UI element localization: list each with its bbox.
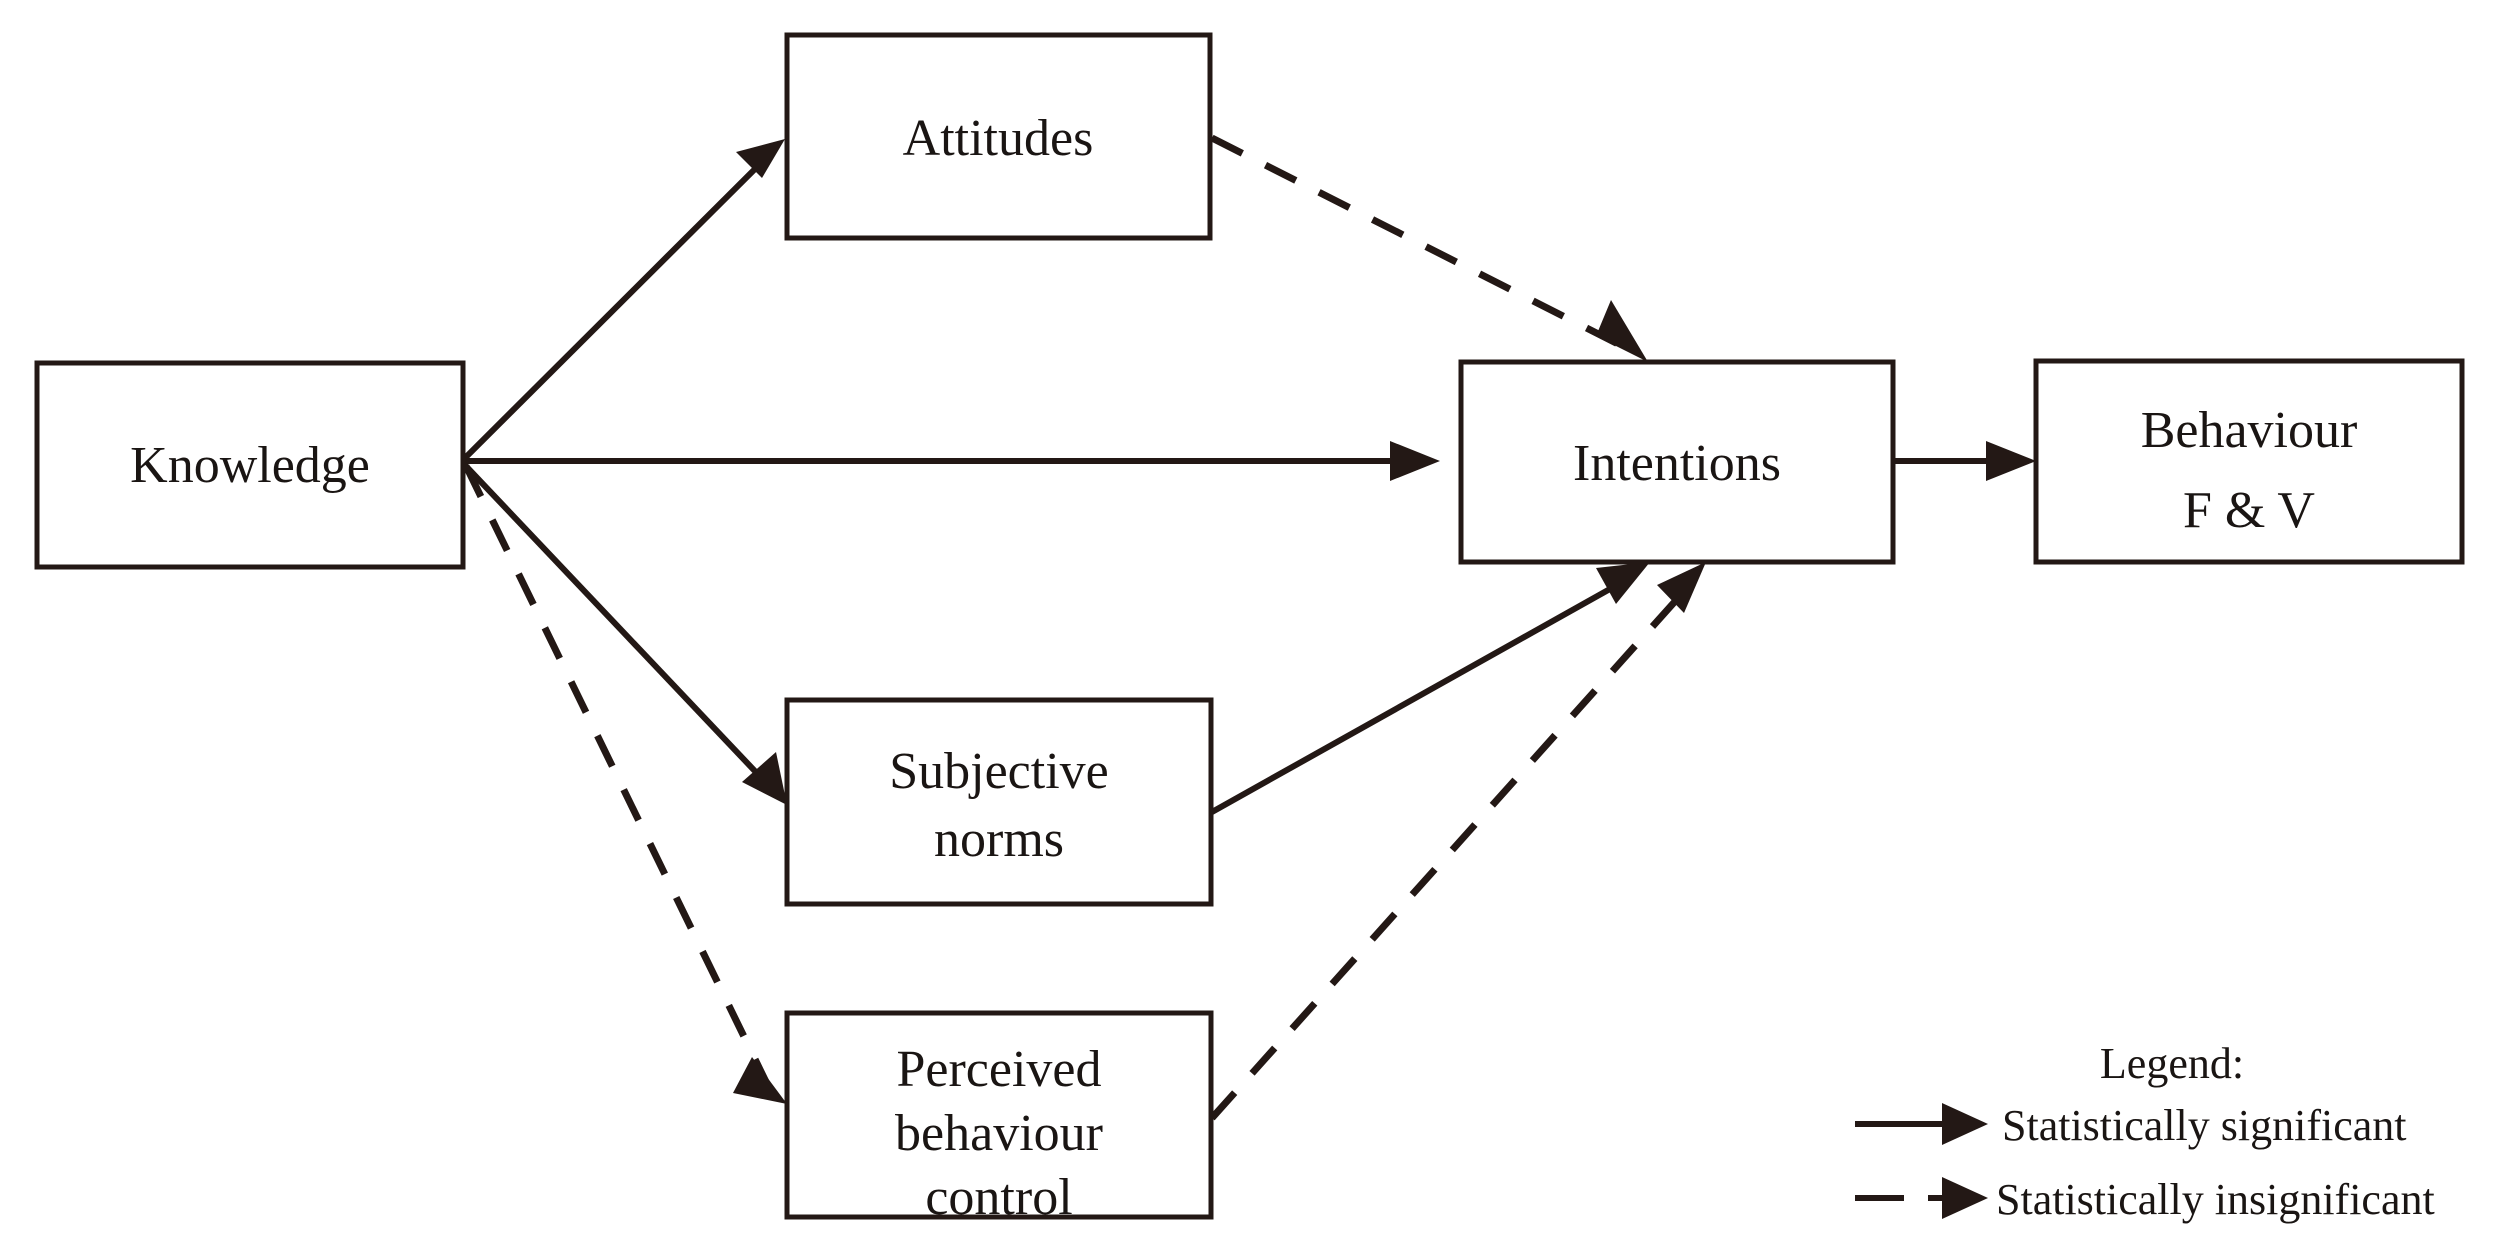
edge-line	[460, 149, 775, 463]
node-perceived-behaviour-control[interactable]: Perceived behaviour control	[784, 1010, 1214, 1226]
legend-dashed-arrowhead-icon	[1942, 1177, 1988, 1219]
edge-perceived-behaviour-control-to-intentions	[1209, 562, 1706, 1121]
node-subjective-norms[interactable]: Subjective norms	[784, 697, 1214, 907]
legend-label-insignificant: Statistically insignificant	[1996, 1175, 2435, 1224]
arrowhead-icon	[736, 139, 785, 178]
legend-label-significant: Statistically significant	[2002, 1101, 2407, 1150]
arrowhead-icon	[742, 752, 787, 805]
arrowhead-icon	[1986, 441, 2036, 481]
node-label-subjective-norms-line-2: norms	[934, 811, 1064, 868]
node-knowledge[interactable]: Knowledge	[34, 360, 466, 570]
edge-knowledge-to-attitudes	[460, 139, 785, 463]
node-attitudes[interactable]: Attitudes	[784, 32, 1213, 241]
node-label-intentions: Intentions	[1573, 435, 1781, 492]
legend-item-statistically-insignificant: Statistically insignificant	[1855, 1175, 2435, 1224]
node-label-perceived-line-2: behaviour	[895, 1105, 1103, 1162]
arrowhead-icon	[733, 1057, 787, 1104]
edge-line	[1210, 134, 1622, 349]
node-label-behaviour-line-2: F & V	[2183, 482, 2315, 539]
node-label-behaviour-line-1: Behaviour	[2141, 402, 2358, 459]
legend-title: Legend:	[2100, 1039, 2244, 1088]
edge-line	[1210, 577, 1628, 815]
node-box[interactable]	[784, 32, 1213, 241]
node-label-perceived-line-1: Perceived	[896, 1041, 1101, 1098]
arrowhead-icon	[1657, 562, 1706, 613]
node-box[interactable]	[34, 360, 466, 570]
node-label-knowledge: Knowledge	[130, 437, 370, 494]
legend-item-statistically-significant: Statistically significant	[1855, 1101, 2407, 1150]
legend: Legend: Statistically significant Statis…	[1855, 1039, 2435, 1224]
arrowhead-icon	[1596, 562, 1650, 604]
edge-attitudes-to-intentions	[1210, 134, 1648, 362]
edge-line	[462, 464, 774, 1092]
node-label-subjective-norms-line-1: Subjective	[889, 743, 1109, 800]
node-label-perceived-line-3: control	[925, 1169, 1072, 1226]
edge-knowledge-to-subjective-norms	[460, 460, 787, 805]
node-label-attitudes: Attitudes	[903, 110, 1094, 167]
arrowhead-icon	[1390, 441, 1440, 481]
edge-line	[460, 460, 773, 790]
edge-subjective-norms-to-intentions	[1210, 562, 1650, 815]
edge-knowledge-to-intentions	[463, 441, 1440, 481]
node-box[interactable]	[784, 1010, 1214, 1220]
node-box[interactable]	[2033, 358, 2465, 565]
edge-intentions-to-behaviour	[1893, 441, 2036, 481]
node-behaviour[interactable]: Behaviour F & V	[2033, 358, 2465, 565]
legend-solid-arrowhead-icon	[1942, 1103, 1988, 1145]
node-intentions[interactable]: Intentions	[1458, 359, 1896, 565]
edge-line	[1209, 585, 1690, 1121]
node-box[interactable]	[784, 697, 1214, 907]
edge-knowledge-to-perceived-behaviour-control	[462, 464, 787, 1104]
node-box[interactable]	[1458, 359, 1896, 565]
arrowhead-icon	[1596, 300, 1648, 362]
